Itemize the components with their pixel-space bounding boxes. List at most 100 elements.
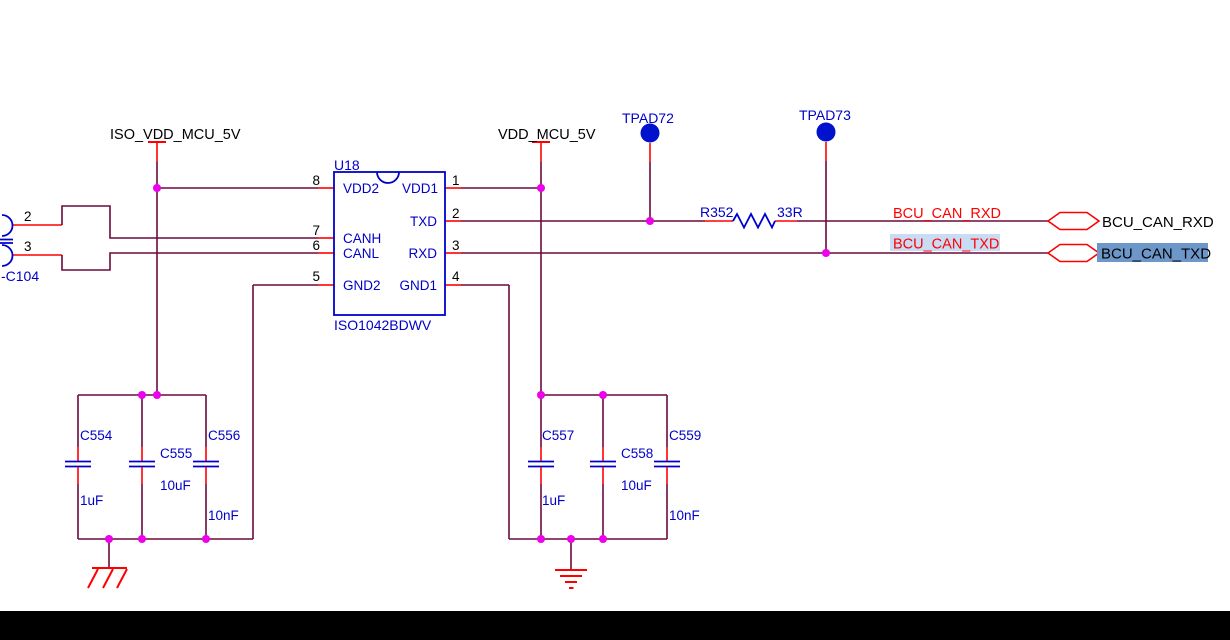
- pin-name-canh: CANH: [343, 231, 381, 246]
- capacitor-c559[interactable]: C559 10nF: [654, 395, 701, 539]
- junction-dot: [105, 535, 113, 543]
- wire-vdd-net[interactable]: [445, 141, 550, 395]
- junction-dot: [202, 535, 210, 543]
- testpad-pad-icon[interactable]: [816, 122, 836, 142]
- pin-name-rxd: RXD: [408, 246, 437, 261]
- resistor-zigzag-icon[interactable]: [732, 212, 776, 230]
- capacitor-plates-icon[interactable]: [654, 460, 680, 468]
- chassis-ground-symbol[interactable]: [87, 539, 128, 589]
- wire-canl-net[interactable]: [13, 252, 334, 271]
- pin-name-vdd1: VDD1: [402, 181, 438, 196]
- offpage-hexagon-icon[interactable]: [1046, 211, 1101, 231]
- winding-arc-icon: [1, 244, 14, 267]
- capacitor-value[interactable]: 1uF: [80, 493, 103, 508]
- junction-dot: [822, 249, 830, 257]
- capacitor-refdes[interactable]: C557: [542, 428, 574, 443]
- junction-dot: [153, 391, 161, 399]
- capacitor-plates-icon[interactable]: [65, 460, 91, 468]
- capacitor-plates-icon[interactable]: [590, 460, 616, 468]
- choke-pin-number: 2: [24, 209, 32, 224]
- ic-u18[interactable]: U18 ISO1042BDWV VDD2 CANH CANL GND2 VDD1…: [312, 157, 460, 333]
- capacitor-value[interactable]: 10nF: [208, 508, 239, 523]
- pin-number-7: 7: [312, 223, 320, 238]
- wire-segment[interactable]: [461, 284, 510, 539]
- resistor-refdes[interactable]: R352: [700, 204, 734, 220]
- pin-number-8: 8: [312, 173, 320, 188]
- testpad-pad-icon[interactable]: [640, 123, 660, 143]
- pin-number-2: 2: [452, 206, 460, 221]
- capacitor-plates-icon[interactable]: [528, 460, 554, 468]
- net-label-bcu-can-rxd[interactable]: BCU_CAN_RXD: [893, 206, 1001, 222]
- wire-gnd1-net[interactable]: [445, 284, 510, 539]
- capacitor-c554[interactable]: C554 1uF: [65, 395, 113, 539]
- junction-dot: [567, 535, 575, 543]
- power-net-label-vdd[interactable]: VDD_MCU_5V: [498, 127, 596, 143]
- capacitor-value[interactable]: 10uF: [621, 478, 652, 493]
- capacitor-c556[interactable]: C556 10nF: [193, 395, 240, 539]
- ic-partnumber[interactable]: ISO1042BDWV: [334, 317, 432, 333]
- offpage-connector-bcu-can-txd[interactable]: BCU_CAN_TXD: [1046, 243, 1211, 263]
- capacitor-c557[interactable]: C557 1uF: [528, 395, 574, 539]
- testpad-tpad72[interactable]: TPAD72: [622, 110, 674, 221]
- capacitor-plates-icon[interactable]: [129, 460, 155, 468]
- pin-name-gnd2: GND2: [343, 278, 381, 293]
- chassis-ground-slashes-icon: [87, 568, 128, 589]
- offpage-label[interactable]: BCU_CAN_RXD: [1102, 214, 1214, 231]
- wire-segment[interactable]: [61, 252, 318, 271]
- offpage-hexagon-icon[interactable]: [1046, 243, 1101, 263]
- wire-segment[interactable]: [61, 205, 318, 239]
- resistor-r352[interactable]: R352 33R: [700, 204, 803, 230]
- core-lines-icon: [0, 238, 13, 244]
- ic-refdes[interactable]: U18: [334, 157, 360, 173]
- capacitor-refdes[interactable]: C556: [208, 428, 240, 443]
- choke-c104[interactable]: 2 3 -C104: [0, 209, 39, 284]
- capacitor-c558[interactable]: C558 10uF: [590, 395, 653, 539]
- junction-dot: [138, 391, 146, 399]
- net-highlight: [890, 234, 1000, 251]
- choke-pin-number: 3: [24, 239, 32, 254]
- pin-number-4: 4: [452, 269, 460, 284]
- pin-name-txd: TXD: [410, 214, 437, 229]
- earth-ground-symbol[interactable]: [555, 539, 587, 589]
- wire-segment[interactable]: [252, 284, 318, 539]
- capacitor-refdes[interactable]: C555: [160, 446, 192, 461]
- offpage-connector-bcu-can-rxd[interactable]: BCU_CAN_RXD: [1046, 211, 1214, 232]
- ic-notch-icon: [376, 171, 400, 184]
- resistor-value[interactable]: 33R: [777, 204, 803, 220]
- ic-body[interactable]: [333, 171, 446, 316]
- net-label-bcu-can-txd[interactable]: BCU_CAN_TXD: [890, 234, 1000, 253]
- wire-iso-vdd-net[interactable]: [148, 141, 334, 395]
- testpad-label[interactable]: TPAD73: [799, 107, 851, 123]
- junction-dot: [537, 535, 545, 543]
- capacitor-value[interactable]: 10nF: [669, 508, 700, 523]
- testpad-label[interactable]: TPAD72: [622, 110, 674, 126]
- offpage-label[interactable]: BCU_CAN_TXD: [1101, 246, 1211, 263]
- wire-gnd2-net[interactable]: [252, 284, 334, 539]
- capacitor-refdes[interactable]: C559: [669, 428, 701, 443]
- capacitor-refdes[interactable]: C554: [80, 428, 113, 443]
- net-label-text[interactable]: BCU_CAN_RXD: [893, 206, 1001, 222]
- junction-dot: [537, 184, 545, 192]
- earth-ground-bars-icon: [555, 569, 587, 589]
- winding-arc-icon: [1, 214, 14, 237]
- pin-name-gnd1: GND1: [399, 278, 437, 293]
- junction-dot: [599, 391, 607, 399]
- choke-refdes[interactable]: -C104: [1, 268, 39, 284]
- capacitor-value[interactable]: 1uF: [542, 493, 565, 508]
- pin-number-5: 5: [312, 269, 320, 284]
- testpad-tpad73[interactable]: TPAD73: [799, 107, 851, 253]
- pin-number-6: 6: [312, 238, 320, 253]
- capacitor-c555[interactable]: C555 10uF: [129, 395, 192, 539]
- wire-canh-net[interactable]: [13, 205, 334, 239]
- junction-dot: [537, 391, 545, 399]
- pin-number-1: 1: [452, 173, 460, 188]
- net-label-text[interactable]: BCU_CAN_TXD: [893, 237, 999, 253]
- pin-name-vdd2: VDD2: [343, 181, 379, 196]
- capacitor-value[interactable]: 10uF: [160, 478, 191, 493]
- capacitor-plates-icon[interactable]: [193, 460, 219, 468]
- junction-dot: [153, 184, 161, 192]
- selection-highlight: [1097, 243, 1208, 262]
- power-net-label-iso-vdd[interactable]: ISO_VDD_MCU_5V: [110, 127, 241, 143]
- capacitor-refdes[interactable]: C558: [621, 446, 653, 461]
